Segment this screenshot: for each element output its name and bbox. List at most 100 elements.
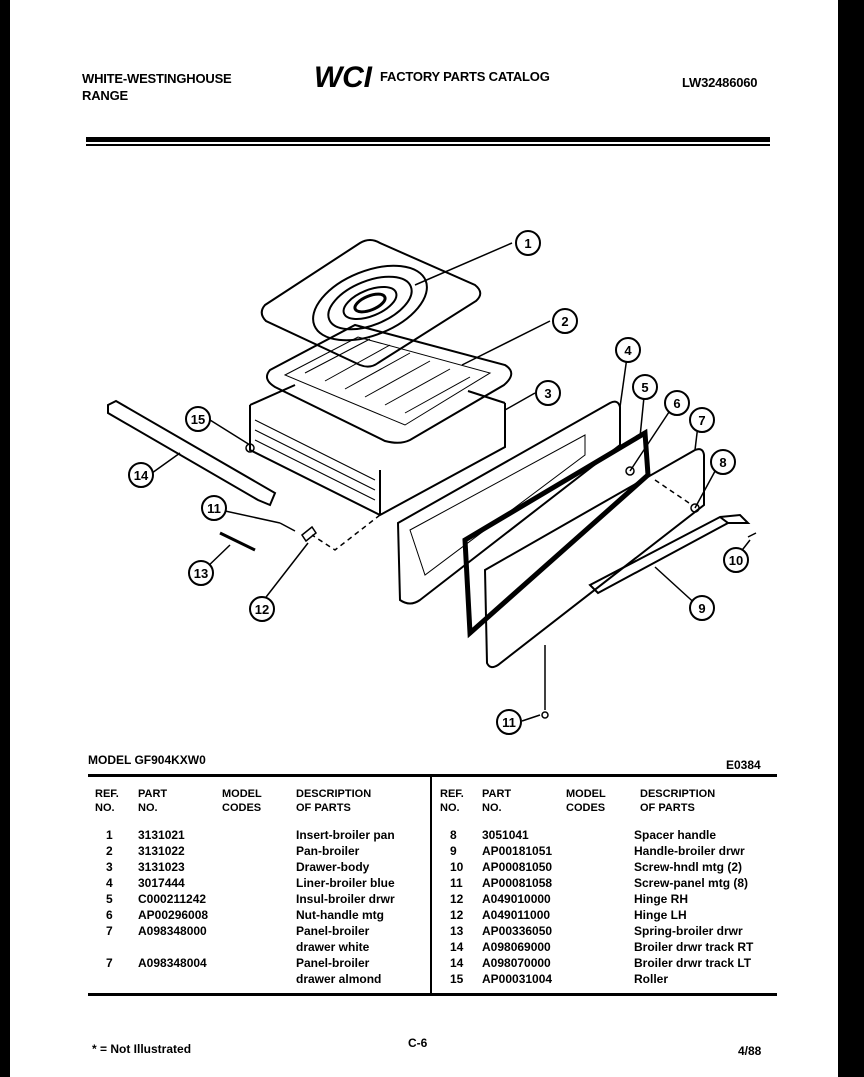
parts-row-desc: Hinge RH bbox=[634, 892, 688, 906]
drawer-handle bbox=[588, 513, 751, 595]
parts-row-desc: Pan-broiler bbox=[296, 844, 360, 858]
parts-row-part: 3131022 bbox=[138, 844, 185, 858]
svg-text:13: 13 bbox=[194, 566, 208, 581]
col-header-part-right: PART NO. bbox=[482, 788, 512, 814]
parts-row-part: A098069000 bbox=[482, 940, 551, 954]
footnote: * = Not Illustrated bbox=[92, 1042, 192, 1056]
callout-11: 11 bbox=[201, 495, 227, 521]
col-header-part: PART NO. bbox=[138, 788, 168, 814]
parts-row-ref: 4 bbox=[106, 876, 113, 890]
parts-row-ref: 1 bbox=[106, 828, 113, 842]
parts-row-ref: 13 bbox=[450, 924, 464, 938]
parts-row-part: A098348000 bbox=[138, 924, 207, 938]
parts-row-part: A098348004 bbox=[138, 956, 207, 970]
svg-text:4: 4 bbox=[624, 343, 632, 358]
table-top-rule bbox=[88, 774, 777, 777]
parts-row-desc: Panel-broiler bbox=[296, 956, 370, 970]
parts-row-ref: 14 bbox=[450, 940, 464, 954]
callout-2: 2 bbox=[552, 308, 578, 334]
broiler-pan-insert bbox=[260, 239, 482, 368]
table-divider bbox=[430, 777, 432, 993]
col-header-ref: REF. NO. bbox=[95, 788, 119, 814]
callout-5: 5 bbox=[632, 374, 658, 400]
catalog-date: 4/88 bbox=[738, 1044, 762, 1058]
parts-row-ref: 3 bbox=[106, 860, 113, 874]
drawer-insulation bbox=[462, 428, 651, 639]
parts-row-ref: 5 bbox=[106, 892, 113, 906]
parts-row-desc: Nut-handle mtg bbox=[296, 908, 384, 922]
svg-text:2: 2 bbox=[561, 314, 568, 329]
parts-row-ref: 2 bbox=[106, 844, 113, 858]
svg-text:6: 6 bbox=[673, 396, 680, 411]
callout-14: 14 bbox=[128, 462, 154, 488]
parts-row-desc: Screw-hndl mtg (2) bbox=[634, 860, 743, 874]
col-header-ref-right: REF. NO. bbox=[440, 788, 464, 814]
parts-row-part: 3017444 bbox=[138, 876, 185, 890]
parts-row-desc: Insul-broiler drwr bbox=[296, 892, 395, 906]
parts-row-part: AP00181051 bbox=[482, 844, 553, 858]
parts-row-part: 3131021 bbox=[138, 828, 185, 842]
parts-row-part: AP00296008 bbox=[138, 908, 209, 922]
svg-text:10: 10 bbox=[729, 553, 743, 568]
page-number: C-6 bbox=[408, 1036, 428, 1050]
broiler-pan bbox=[265, 323, 513, 444]
figure-code: E0384 bbox=[726, 758, 761, 772]
parts-row-part: A049010000 bbox=[482, 892, 551, 906]
catalog-page: WHITE-WESTINGHOUSE RANGE WCI FACTORY PAR… bbox=[10, 0, 838, 1077]
parts-row-ref: 11 bbox=[450, 876, 463, 890]
svg-text:15: 15 bbox=[191, 412, 205, 427]
parts-row-part: 3131023 bbox=[138, 860, 185, 874]
parts-row-desc: Broiler drwr track RT bbox=[634, 940, 754, 954]
parts-row-ref: 10 bbox=[450, 860, 464, 874]
parts-row-desc: Panel-broiler bbox=[296, 924, 370, 938]
parts-row-ref: 9 bbox=[450, 844, 457, 858]
parts-row-desc: Hinge LH bbox=[634, 908, 687, 922]
parts-row-part: AP00081058 bbox=[482, 876, 553, 890]
brand-block: WHITE-WESTINGHOUSE RANGE bbox=[82, 70, 232, 104]
callout-11-lower: 11 bbox=[496, 709, 522, 735]
header-rule-thin bbox=[86, 144, 770, 146]
model-number: MODEL GF904KXW0 bbox=[88, 753, 206, 767]
callout-12: 12 bbox=[249, 596, 275, 622]
callout-8: 8 bbox=[710, 449, 736, 475]
parts-row-desc: Screw-panel mtg (8) bbox=[634, 876, 749, 890]
callout-7: 7 bbox=[689, 407, 715, 433]
parts-row-desc: Spring-broiler drwr bbox=[634, 924, 743, 938]
parts-row-ref: 12 bbox=[450, 908, 464, 922]
parts-row-desc: drawer almond bbox=[296, 972, 382, 986]
catalog-title-block: WCI FACTORY PARTS CATALOG bbox=[312, 60, 550, 92]
svg-text:11: 11 bbox=[207, 501, 221, 516]
col-header-model: MODEL CODES bbox=[222, 788, 262, 814]
hinge-parts bbox=[219, 443, 757, 719]
parts-row-part: AP00081050 bbox=[482, 860, 553, 874]
parts-row-ref: 8 bbox=[450, 828, 457, 842]
parts-row-desc: Spacer handle bbox=[634, 828, 717, 842]
callout-10: 10 bbox=[723, 547, 749, 573]
parts-row-ref: 7 bbox=[106, 924, 113, 938]
callout-13: 13 bbox=[188, 560, 214, 586]
assembly-guides bbox=[311, 479, 693, 551]
col-header-desc: DESCRIPTION OF PARTS bbox=[296, 788, 372, 814]
svg-text:11: 11 bbox=[502, 715, 516, 730]
callout-9: 9 bbox=[689, 595, 715, 621]
callout-1: 1 bbox=[515, 230, 541, 256]
callout-6: 6 bbox=[664, 390, 690, 416]
svg-text:9: 9 bbox=[698, 601, 705, 616]
parts-row-part: AP00336050 bbox=[482, 924, 553, 938]
parts-row-ref: 6 bbox=[106, 908, 113, 922]
parts-row-part: AP00031004 bbox=[482, 972, 553, 986]
logo-text: WCI bbox=[314, 61, 373, 92]
header-rule bbox=[86, 137, 770, 142]
leader-lines bbox=[151, 242, 751, 722]
svg-text:5: 5 bbox=[641, 380, 648, 395]
callout-3: 3 bbox=[535, 380, 561, 406]
parts-row-desc: Roller bbox=[634, 972, 669, 986]
document-number: LW32486060 bbox=[682, 75, 758, 90]
col-header-desc-right: DESCRIPTION OF PARTS bbox=[640, 788, 716, 814]
parts-row-desc: Liner-broiler blue bbox=[296, 876, 395, 890]
parts-row-ref: 7 bbox=[106, 956, 113, 970]
callout-15: 15 bbox=[185, 406, 211, 432]
svg-text:14: 14 bbox=[134, 468, 149, 483]
drawer-panel bbox=[483, 448, 705, 669]
parts-row-ref: 14 bbox=[450, 956, 464, 970]
